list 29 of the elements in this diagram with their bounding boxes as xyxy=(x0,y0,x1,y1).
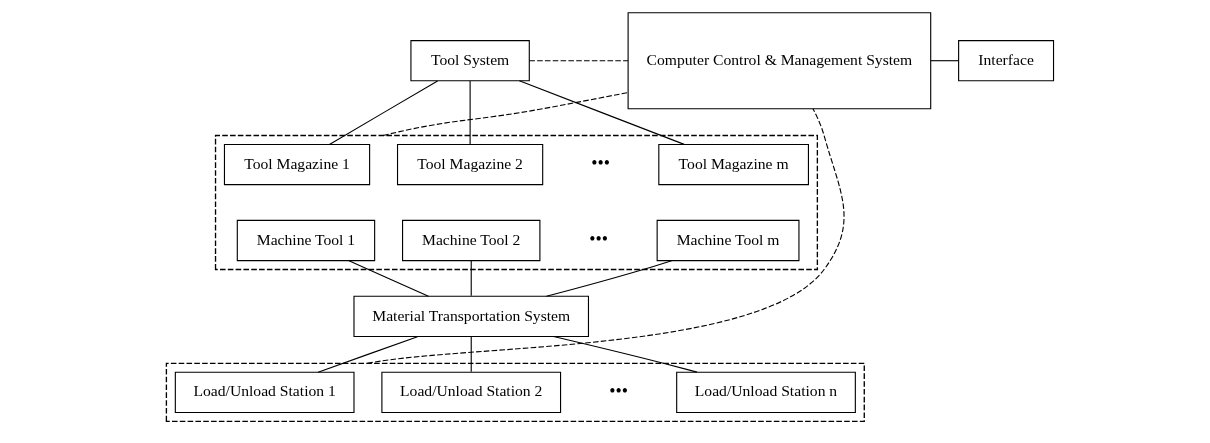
cluster xyxy=(165,362,865,423)
node-box: Load/Unload Station 2 xyxy=(380,371,561,413)
connector xyxy=(381,91,629,137)
node-box: Tool System xyxy=(409,40,530,82)
connector xyxy=(552,336,698,373)
cluster xyxy=(214,134,818,271)
node-box: Machine Tool 1 xyxy=(236,219,375,262)
connector xyxy=(929,60,959,62)
connector xyxy=(366,108,845,364)
node-box: Load/Unload Station n xyxy=(675,371,856,413)
label: ••• xyxy=(590,152,610,173)
connector xyxy=(528,60,629,62)
node-box: Load/Unload Station 1 xyxy=(174,371,355,413)
connector xyxy=(545,260,672,297)
node-box: Machine Tool m xyxy=(656,219,799,262)
label: ••• xyxy=(608,380,628,401)
label: ••• xyxy=(588,228,608,249)
connector xyxy=(347,260,429,297)
connector xyxy=(470,260,472,297)
node-box: Tool Magazine 2 xyxy=(396,143,543,186)
node-box: Material Transportation System xyxy=(352,295,589,338)
node-box: Machine Tool 2 xyxy=(401,219,540,262)
connector xyxy=(518,80,685,145)
node-box: Tool Magazine 1 xyxy=(223,143,370,186)
node-box: Computer Control & Management System xyxy=(627,12,931,110)
node-box: Interface xyxy=(957,40,1054,82)
node-box: Tool Magazine m xyxy=(657,143,809,186)
connector xyxy=(469,80,471,145)
connector xyxy=(470,336,472,373)
